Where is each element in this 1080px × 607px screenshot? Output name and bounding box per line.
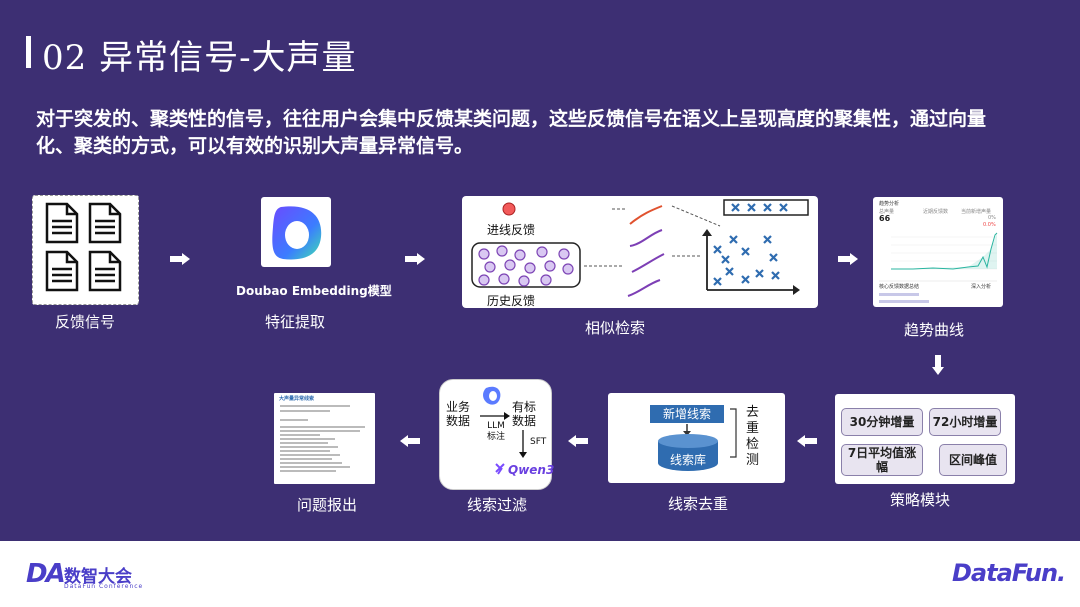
history-feedback-label: 历史反馈 bbox=[487, 292, 535, 309]
intro-paragraph: 对于突发的、聚类性的信号，往往用户会集中反馈某类问题，这些反馈信号在语义上呈现高… bbox=[36, 106, 996, 160]
conference-subtitle: DataFun Conference bbox=[64, 583, 143, 590]
report-box: 大声量异常线索 bbox=[274, 393, 375, 484]
doubao-logo-icon bbox=[261, 197, 331, 267]
report-text-lines bbox=[274, 393, 375, 484]
similarity-search-box: 进线反馈 历史反馈 bbox=[462, 196, 818, 308]
page-title: 02 异常信号-大声量 bbox=[42, 30, 357, 79]
arrow-down-icon bbox=[932, 355, 944, 375]
deep-analysis-link[interactable]: 深入分析 bbox=[971, 283, 991, 290]
filter-box: 业务数据 有标数据 LLM标注 SFT Qwen3 bbox=[439, 379, 552, 490]
trend-section-title: 核心反馈数据总结 bbox=[879, 283, 919, 290]
sft-label: SFT bbox=[530, 437, 546, 447]
arrow-right-icon bbox=[170, 253, 190, 265]
document-icons bbox=[33, 196, 138, 304]
dedup-detect-label: 去重检测 bbox=[746, 405, 760, 469]
footer: DA 数智大会 DataFun Conference DataFun. bbox=[0, 541, 1080, 607]
datafun-logo: DataFun. bbox=[952, 559, 1065, 587]
arrow-right-icon bbox=[405, 253, 425, 265]
qwen-logo: Qwen3 bbox=[508, 463, 554, 477]
strategy-item: 30分钟增量 bbox=[841, 408, 923, 436]
new-feedback-label: 进线反馈 bbox=[487, 221, 535, 238]
step-label-trend: 趋势曲线 bbox=[904, 319, 964, 340]
trend-curve-box: 趋势分析 总声量 66 近期反馈数 当前新增声量 0% 0.0% 核心反馈数据总… bbox=[873, 197, 1003, 307]
arrow-right-icon bbox=[838, 253, 858, 265]
dedup-box: 新增线索 线索库 去重检测 bbox=[608, 393, 785, 483]
arrow-left-icon bbox=[797, 435, 817, 447]
conference-logo: DA bbox=[26, 559, 64, 589]
embedding-model-label: Doubao Embedding模型 bbox=[236, 282, 392, 299]
arrow-left-icon bbox=[568, 435, 588, 447]
trend-chart bbox=[873, 197, 1003, 307]
strategy-item: 72小时增量 bbox=[929, 408, 1001, 436]
feedback-docs-box bbox=[32, 195, 139, 305]
step-label-feedback: 反馈信号 bbox=[55, 311, 115, 332]
step-label-dedup: 线索去重 bbox=[668, 493, 728, 514]
strategy-item: 区间峰值 bbox=[939, 444, 1007, 476]
step-label-feature: 特征提取 bbox=[265, 311, 325, 332]
llm-label: LLM标注 bbox=[484, 421, 508, 443]
step-label-strategy: 策略模块 bbox=[890, 489, 950, 510]
strategy-item: 7日平均值涨幅 bbox=[841, 444, 923, 476]
strategy-module-box: 30分钟增量 72小时增量 7日平均值涨幅 区间峰值 bbox=[835, 394, 1015, 484]
step-label-report: 问题报出 bbox=[297, 494, 357, 515]
title-accent-bar bbox=[26, 36, 31, 68]
clue-db-label: 线索库 bbox=[663, 451, 713, 468]
step-label-search: 相似检索 bbox=[585, 317, 645, 338]
doubao-logo-box bbox=[261, 197, 331, 267]
arrow-left-icon bbox=[400, 435, 420, 447]
step-label-filter: 线索过滤 bbox=[467, 494, 527, 515]
